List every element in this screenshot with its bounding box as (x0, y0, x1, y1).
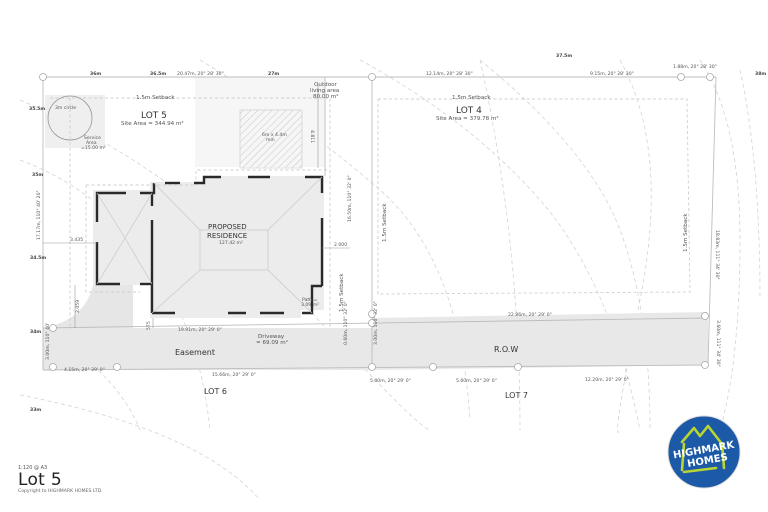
dim-label: 3.00m, 110° 40' (45, 323, 51, 360)
highmark-homes-logo: HIGHMARK HOMES (667, 415, 741, 489)
outdoor-living-label: Outdoor (314, 82, 338, 88)
service-circle (47, 95, 93, 141)
dim-label: 12.20m, 20° 29' 0" (585, 377, 629, 383)
residence-title: PROPOSED (208, 223, 247, 231)
dim-label: 17.17m, 110° 40' 20" (36, 190, 42, 240)
row-label: R.O.W (494, 345, 518, 354)
dim-label: 27m (268, 71, 279, 77)
dimension-lines (43, 84, 350, 328)
contour-label: 34.5m (30, 255, 46, 261)
dim-label: 3.60m, 111° 34' 30" (715, 320, 721, 367)
boundary-dimension-labels: 20.47m, 20° 28' 30" 27m 12.14m, 20° 28' … (36, 64, 721, 384)
driveway-label: Driveway (258, 334, 285, 340)
dim-label: 22.86m, 20° 29' 0" (508, 312, 552, 318)
lot4-setback-right: 1.5m Setback (683, 213, 689, 252)
driveway-area: = 69.09 m² (256, 339, 288, 346)
hatched-min-area (239, 109, 303, 169)
dim-label: 20.47m, 20° 28' 30" (177, 71, 224, 77)
lot7-label: LOT 7 (505, 391, 528, 400)
dim-label: 12.14m, 20° 28' 30" (426, 71, 473, 77)
contour-label: 36m (90, 71, 101, 77)
roof-icon (680, 424, 726, 474)
lot4-name: LOT 4 (456, 106, 482, 116)
service-circle-label: 3m circle (55, 105, 76, 111)
dim-label: 9.15m, 20° 28' 30" (590, 71, 634, 77)
lot5-side-setback: 1.5m Setback (339, 273, 345, 312)
roof-lines (96, 176, 323, 314)
contour-label: 33m (30, 407, 41, 413)
residence-labels: PROPOSED RESIDENCE 127.42 m² Path = 3.09… (207, 223, 319, 308)
setback-lines (50, 97, 691, 330)
contour-label: 36.5m (150, 71, 166, 77)
dim-label: 5.60m, 20° 29' 0" (456, 378, 497, 384)
contour-label: 37.5m (556, 53, 572, 59)
outdoor-living-label: living area (310, 88, 339, 94)
outdoor-living-value: 80.00 m² (313, 93, 338, 100)
lot5-labels: 1.5m Setback LOT 5 Site Area = 344.94 m²… (55, 82, 347, 330)
dim-label: 3.00m, 110° 32' 0" (373, 301, 379, 345)
service-area-value: =15.00 m² (81, 145, 106, 151)
contour-label: 38m (755, 71, 766, 77)
hatch-area-label: 6m x 4.4m (262, 132, 287, 138)
service-area-label: Area (86, 140, 97, 146)
easement-label: Easement (175, 348, 215, 357)
copyright-notice: Copyright to HIGHMARK HOMES LTD. (18, 489, 103, 494)
contour-labels: 36m 36.5m 37.5m 38m 35.5m 35m 34.5m 34m … (29, 53, 766, 413)
dim-label: 5.00m, 20° 29' 0" (370, 378, 411, 384)
contour-label: 35m (32, 172, 43, 178)
lot4-area: Site Area = 379.78 m² (436, 115, 499, 122)
hatch-area-label: min (266, 137, 275, 143)
residence-area: 127.42 m² (219, 240, 243, 246)
dim-label: 18.83m, 111° 34' 30" (714, 230, 720, 280)
lot4-labels: 1.5m Setback LOT 4 Site Area = 379.78 m²… (382, 95, 689, 252)
dim-label: 19.91m, 20° 29' 0" (178, 327, 222, 333)
lot4-setback-left: 1.5m Setback (382, 203, 388, 242)
dim-label: 3.435 (70, 237, 83, 243)
lot5-area: Site Area = 344.94 m² (121, 120, 184, 127)
service-area-label: Service (84, 135, 101, 141)
dim-label: 0.60m, 110° 32' 0" (343, 301, 349, 345)
lot6-label: LOT 6 (204, 387, 227, 396)
scale-label: 1:120 @ A3 (18, 465, 48, 471)
lot5-name: LOT 5 (141, 111, 167, 121)
dim-label: 15.66m, 20° 29' 0" (212, 372, 256, 378)
dim-label: 2.059 (75, 300, 81, 313)
dim-label: 4.15m, 20° 29' 0" (64, 367, 105, 373)
dim-label: 2.000 (334, 242, 347, 248)
title-block: 1:120 @ A3 Lot 5 Copyright to HIGHMARK H… (18, 465, 103, 494)
drawing-title: Lot 5 (18, 470, 62, 490)
dim-label: 4.811 (309, 130, 315, 143)
dim-label: 575 (146, 321, 152, 330)
contour-label: 34m (30, 329, 41, 335)
lot5-setback-label: 1.5m Setback (136, 95, 175, 101)
lot4-setback-label: 1.5m Setback (452, 95, 491, 101)
dim-label: 1.88m, 20° 28' 30" (673, 64, 717, 70)
dim-label: 16.50m, 110° 32' 0" (347, 175, 353, 222)
survey-pegs (39, 73, 714, 371)
path-label: Path = (302, 297, 318, 303)
path-value: 3.09 m² (301, 302, 319, 308)
residence-title: RESIDENCE (207, 232, 247, 240)
contour-label: 35.5m (29, 106, 45, 112)
